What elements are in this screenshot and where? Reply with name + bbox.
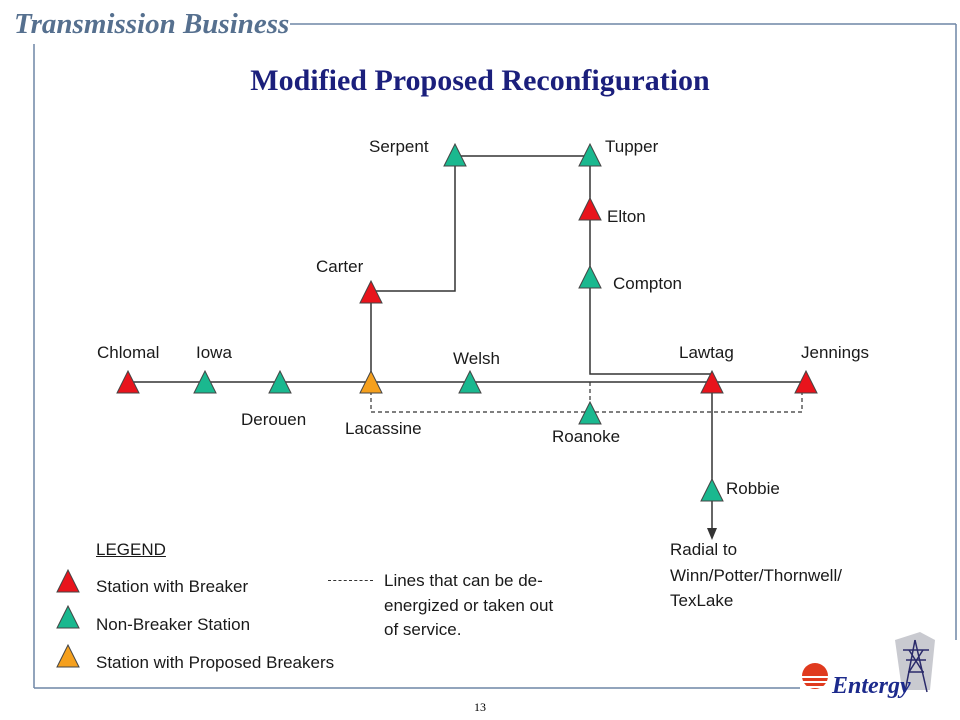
radial-arrow-icon [707,528,717,540]
label-iowa: Iowa [196,343,232,362]
entergy-logo-icon [800,663,830,689]
dashed-lines [370,382,803,413]
label-elton: Elton [607,207,646,226]
label-chlomal: Chlomal [97,343,160,362]
legend-dashed-line [328,580,373,581]
station-tupper-icon [578,142,602,167]
slide-title: Modified Proposed Reconfiguration [250,64,710,97]
legend-proposed-icon [56,643,80,668]
station-elton-icon [578,196,602,221]
lacassine-jennings-dashed-line [370,384,803,413]
label-tupper: Tupper [605,137,659,156]
transmission-tower-icon [895,632,935,693]
radial-note-line1: Radial to [670,540,738,559]
legend-breaker-icon [56,568,80,593]
label-compton: Compton [613,274,682,293]
station-lawtag-icon [700,369,724,394]
carter-serpent-line [371,156,456,292]
station-derouen-icon [268,369,292,394]
station-chlomal-icon [116,369,140,394]
label-roanoke: Roanoke [552,427,621,446]
legend-title: LEGEND [96,540,166,559]
legend-breaker-label: Station with Breaker [96,577,249,596]
radial-note-line2: Winn/Potter/Thornwell/ [670,566,842,585]
legend-dashed-label-line3: of service. [384,620,462,639]
label-robbie: Robbie [726,479,780,498]
label-serpent: Serpent [369,137,429,156]
legend-proposed-label: Station with Proposed Breakers [96,653,335,672]
legend-dashed-label-line2: energized or taken out [384,596,554,615]
station-roanoke-icon [578,400,602,425]
label-welsh: Welsh [453,349,500,368]
station-robbie-icon [700,477,724,502]
label-carter: Carter [316,257,364,276]
page-number: 13 [474,700,486,714]
legend-dashed-label-line1: Lines that can be de- [384,571,543,590]
station-compton-icon [578,264,602,289]
label-jennings: Jennings [801,343,870,362]
section-header: Transmission Business [14,8,290,40]
station-lacassine-icon [359,369,383,394]
label-derouen: Derouen [241,410,307,429]
legend-non-breaker-label: Non-Breaker Station [96,615,251,634]
station-jennings-icon [794,369,818,394]
logo-text: Entergy [832,673,911,699]
station-iowa-icon [193,369,217,394]
label-lacassine: Lacassine [345,419,422,438]
label-lawtag: Lawtag [679,343,734,362]
radial-note-line3: TexLake [670,591,734,610]
legend-non-breaker-icon [56,604,80,629]
station-welsh-icon [458,369,482,394]
station-carter-icon [359,279,383,304]
station-serpent-icon [443,142,467,167]
